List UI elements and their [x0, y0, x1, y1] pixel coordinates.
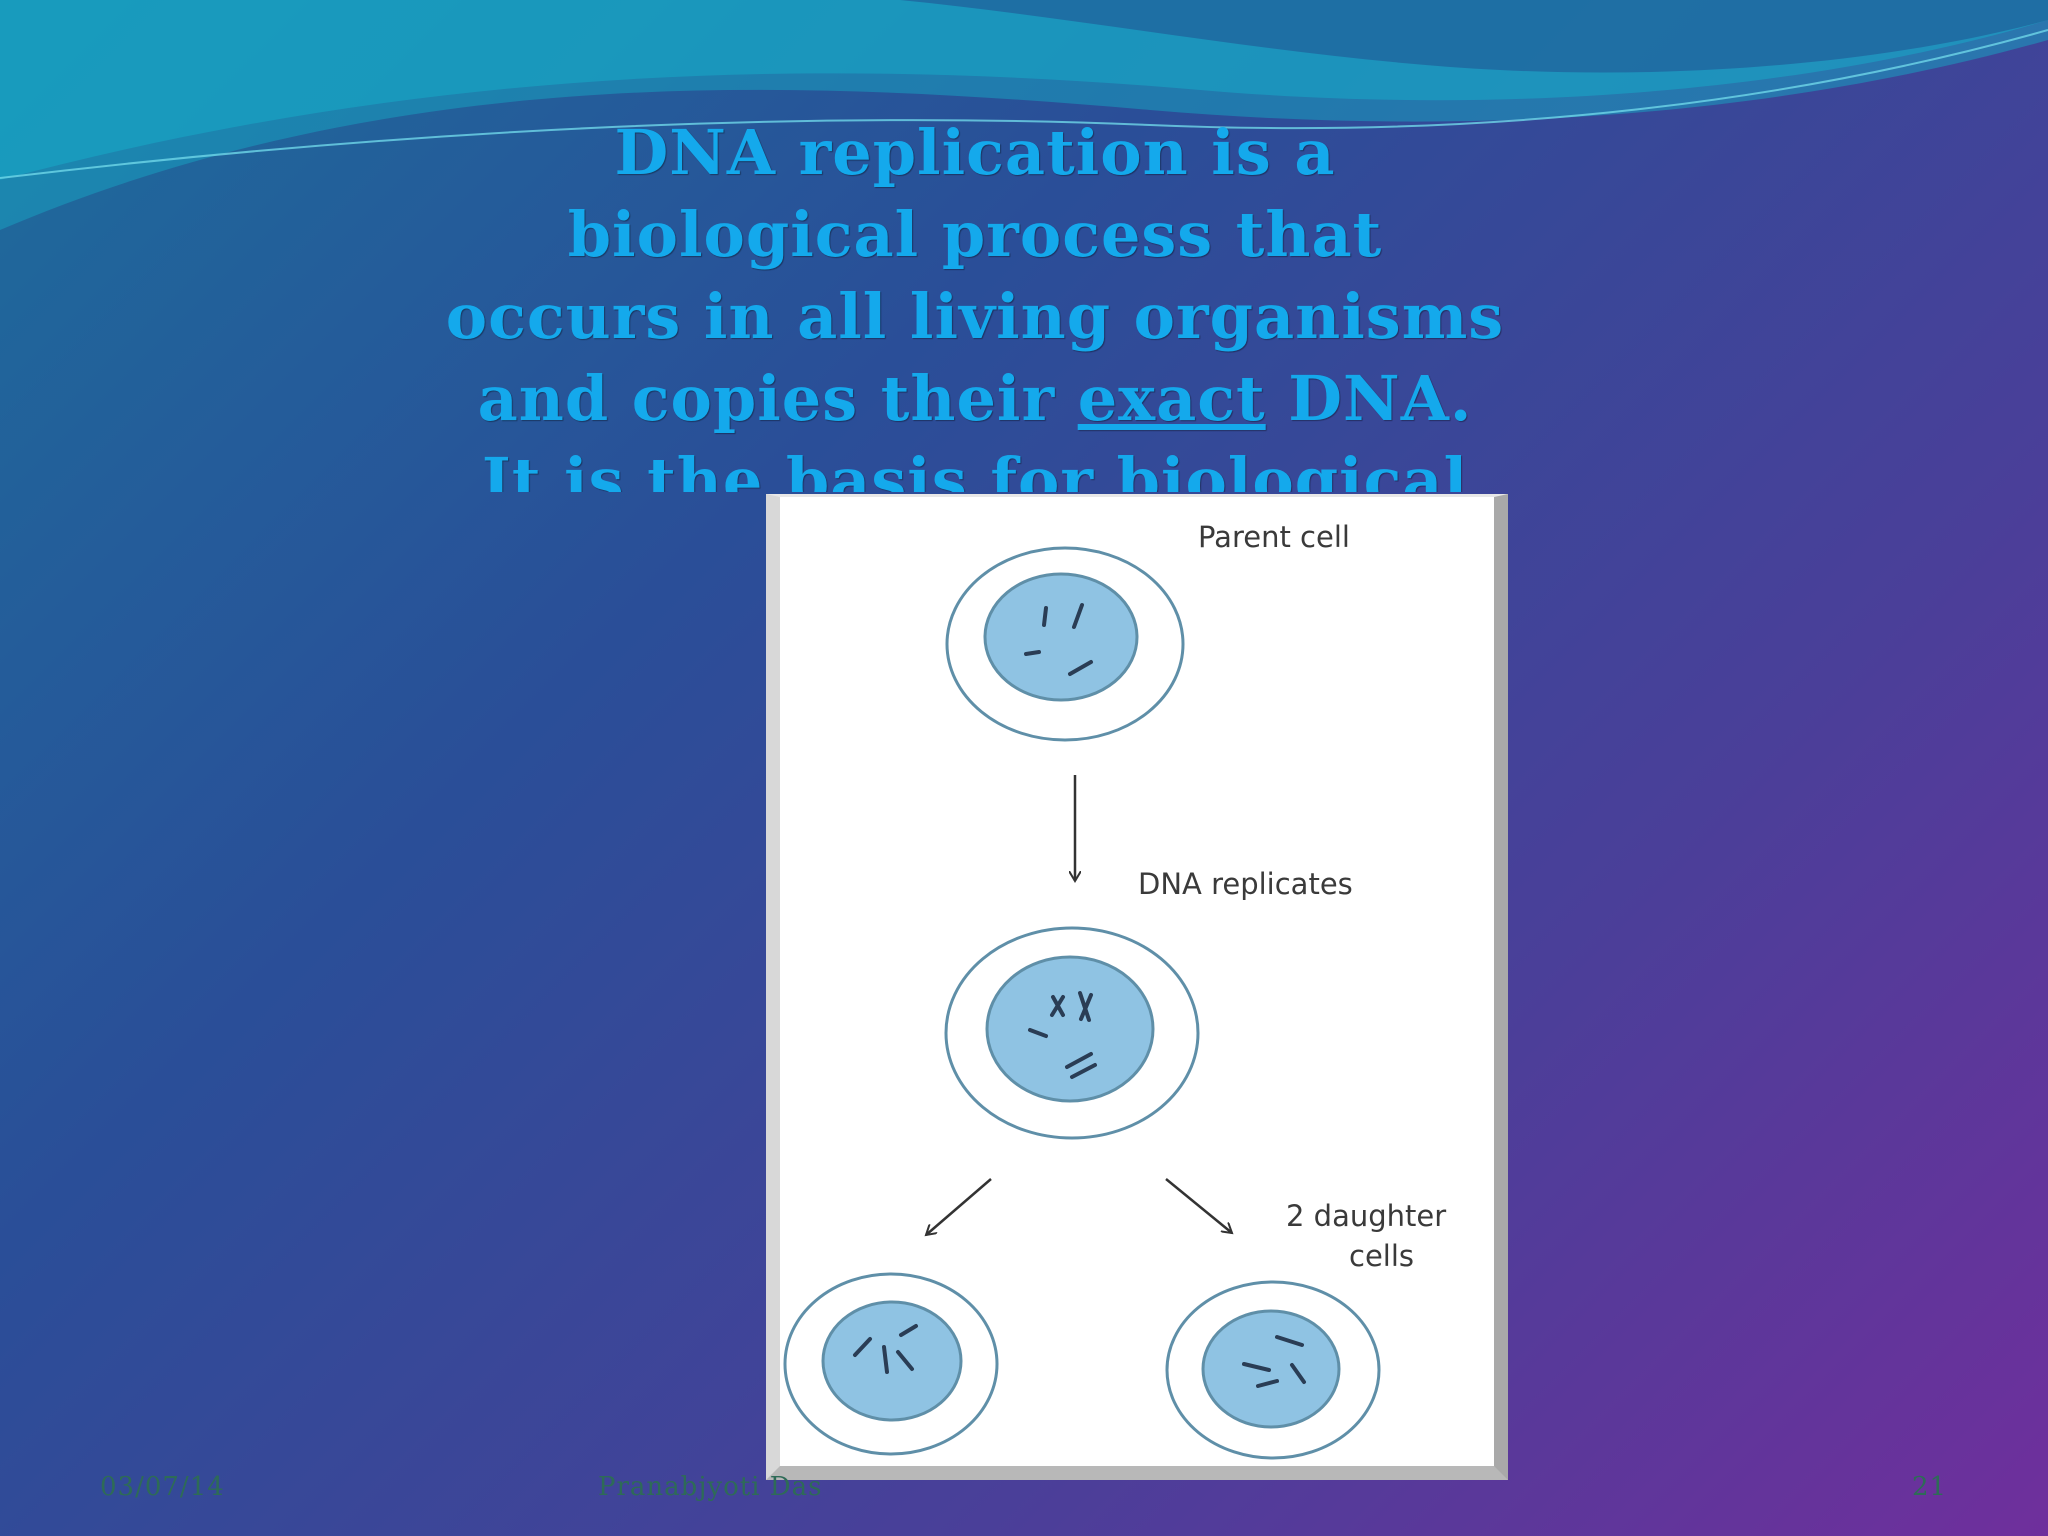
- title-text-end: DNA. It is the basis for biological inhe…: [481, 362, 1473, 492]
- title-text-underlined: exact: [1077, 362, 1266, 435]
- arrow-right: [1165, 1178, 1232, 1233]
- parent-cell: [945, 546, 1185, 742]
- title-text-start: DNA replication is a biological process …: [445, 116, 1505, 435]
- slide-title: DNA replication is a biological process …: [440, 112, 1510, 492]
- daughter-cell-right: [1165, 1280, 1381, 1460]
- cell-division-diagram: Parent cell DNA replicates: [766, 494, 1508, 1480]
- label-daughter-line2: cells: [1349, 1239, 1414, 1273]
- daughter-cell-left: [783, 1272, 999, 1456]
- footer-page-number: 21: [1912, 1472, 1948, 1502]
- label-dna-replicates: DNA replicates: [1138, 867, 1353, 901]
- arrow-left: [926, 1178, 992, 1235]
- replicating-cell: [944, 926, 1200, 1140]
- label-parent-cell: Parent cell: [1198, 520, 1350, 554]
- label-daughter-line1: 2 daughter: [1286, 1199, 1446, 1233]
- header-wave-decoration: [0, 0, 2048, 230]
- cell-division-svg: Parent cell DNA replicates: [783, 520, 1446, 1460]
- footer-author: Pranabjyoti Das: [598, 1472, 823, 1502]
- footer-date: 03/07/14: [100, 1472, 225, 1502]
